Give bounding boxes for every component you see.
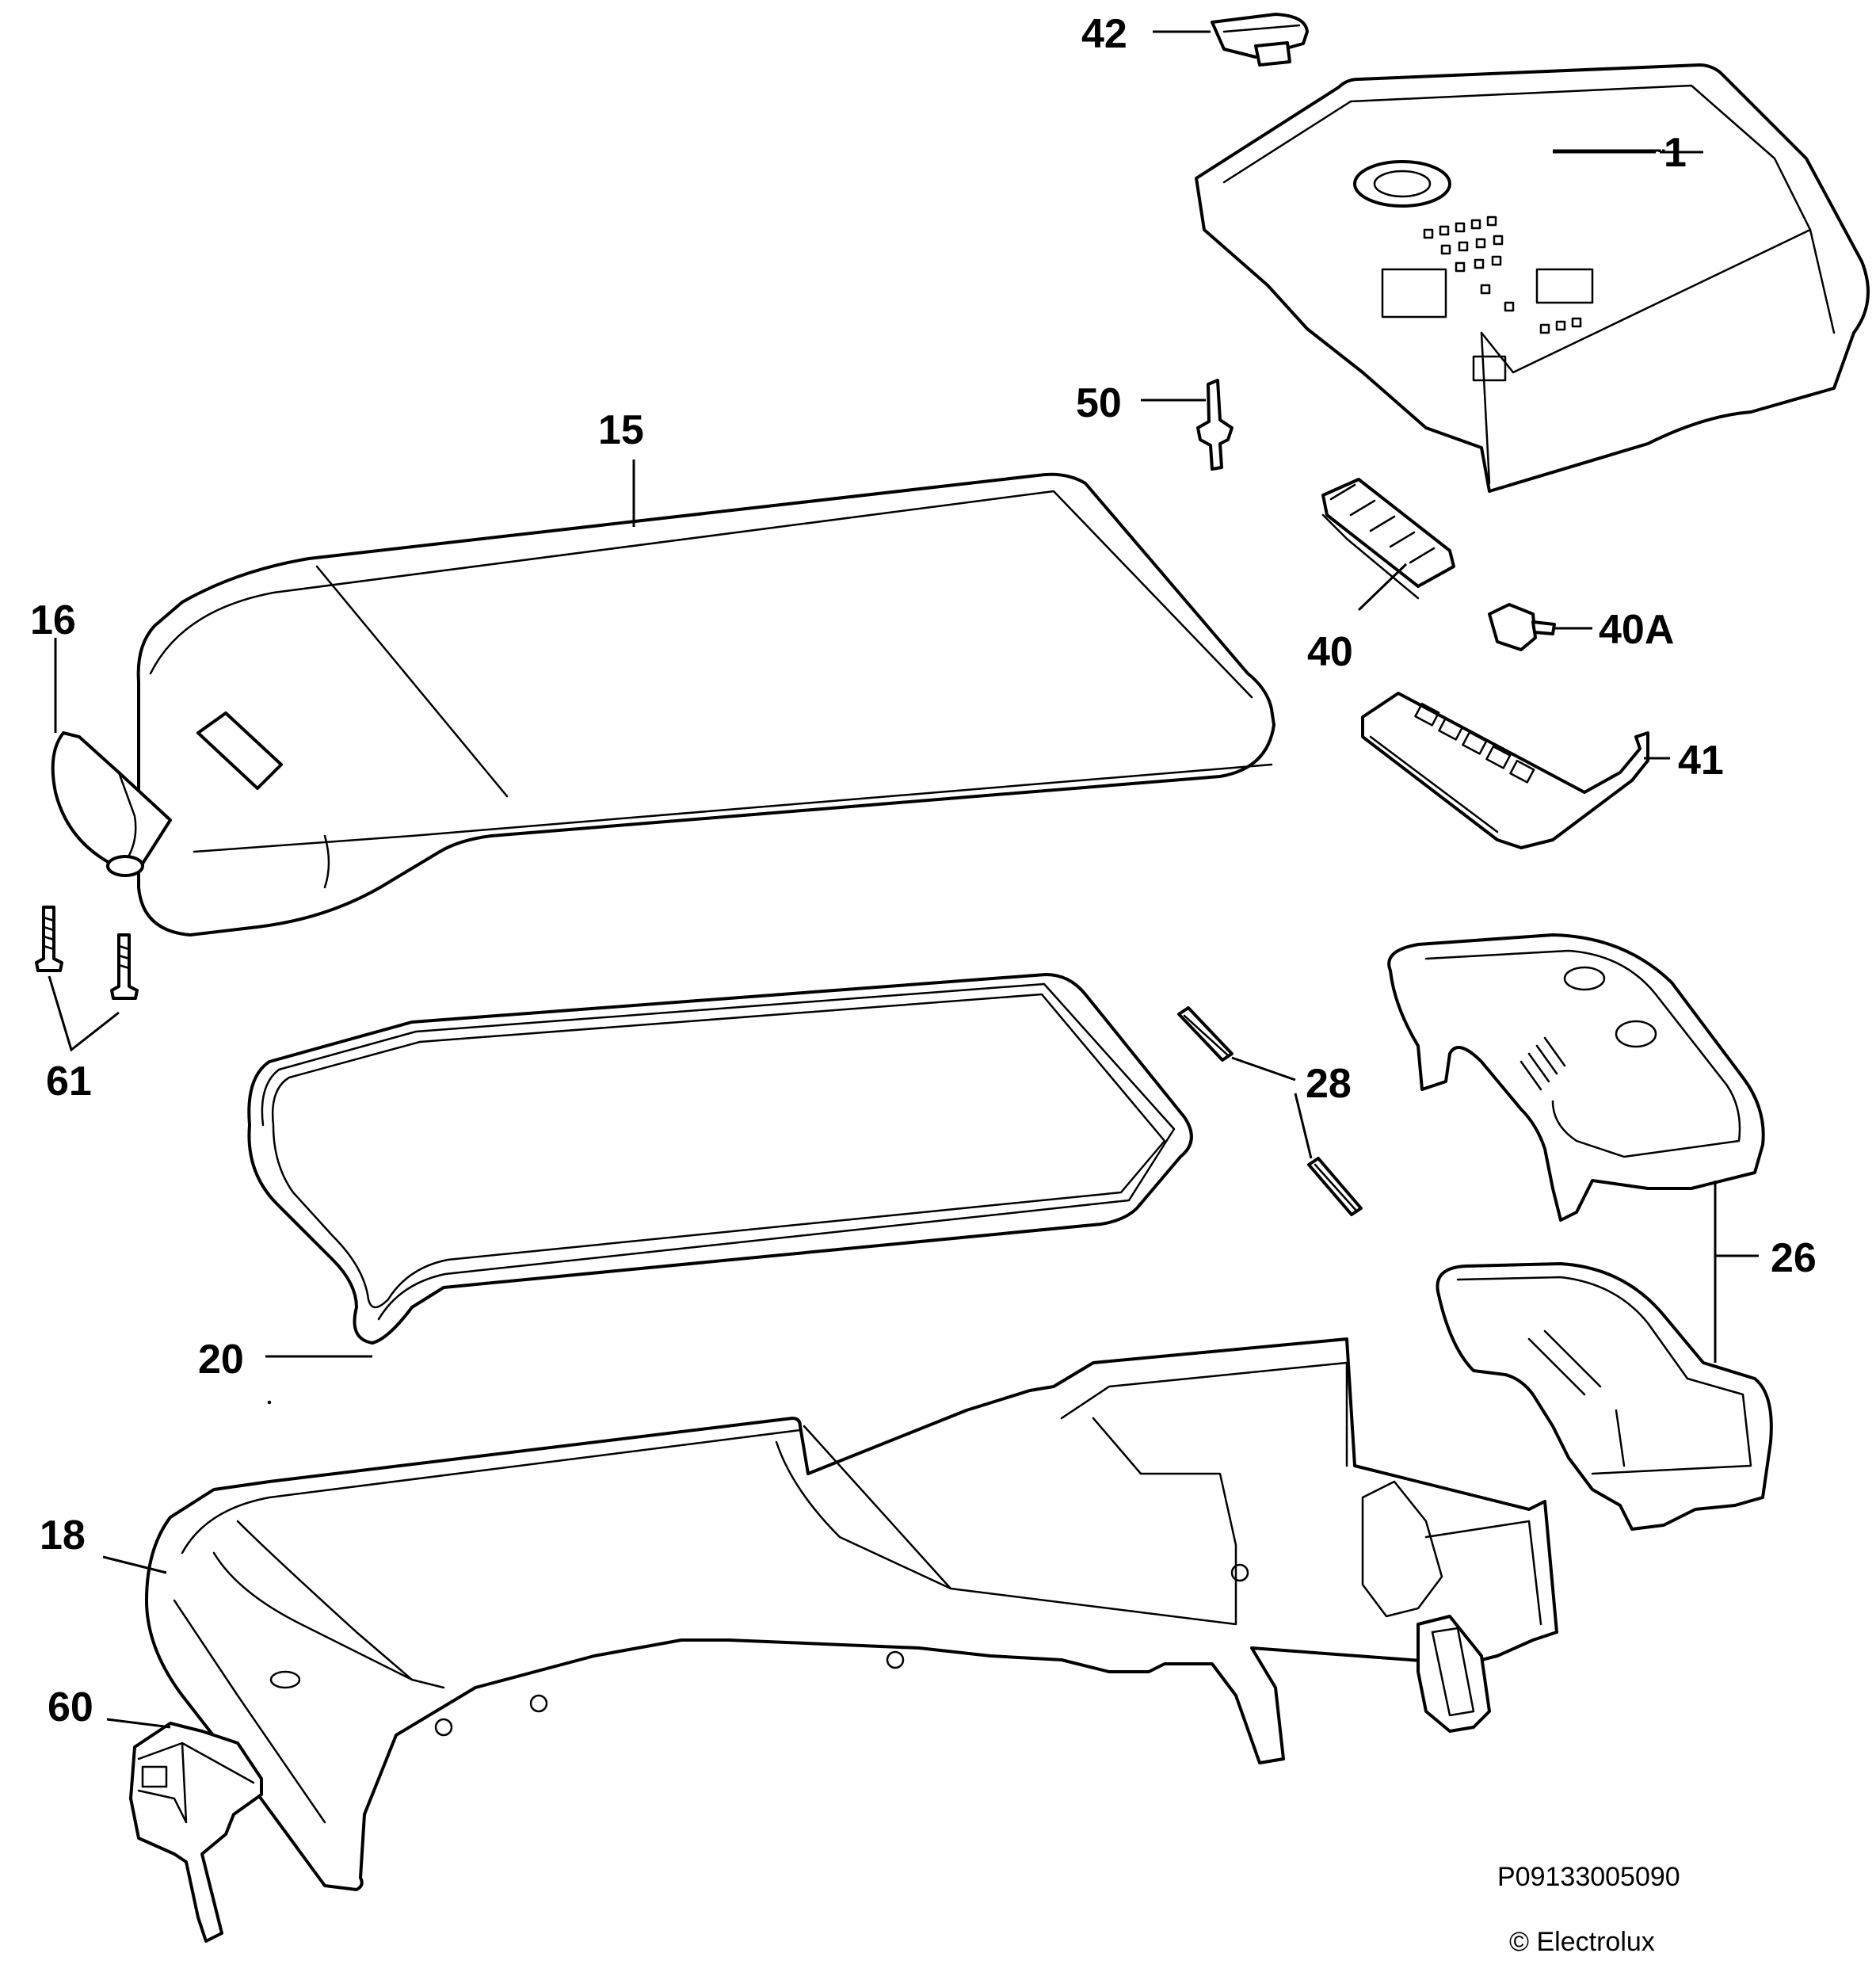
label-42: 42 bbox=[1081, 11, 1127, 57]
part-16-hinge-cap bbox=[51, 731, 172, 877]
label-50: 50 bbox=[1076, 380, 1122, 426]
label-60: 60 bbox=[48, 1684, 93, 1730]
leader-1 bbox=[1553, 149, 1703, 154]
part-1-control-panel bbox=[1195, 63, 1870, 493]
label-16: 16 bbox=[30, 597, 76, 643]
label-18: 18 bbox=[40, 1513, 86, 1558]
leader-28 bbox=[1231, 1056, 1313, 1159]
part-18-base bbox=[145, 1337, 1558, 1891]
leader-61 bbox=[48, 975, 120, 1052]
part-61-screws bbox=[35, 906, 139, 1000]
copyright-notice: © Electrolux bbox=[1509, 1927, 1655, 1957]
leader-26 bbox=[1714, 1181, 1759, 1363]
leader-60 bbox=[106, 1718, 171, 1729]
label-1: 1 bbox=[1664, 130, 1687, 176]
part-15-lid bbox=[136, 472, 1275, 937]
label-40: 40 bbox=[1307, 629, 1353, 675]
label-41: 41 bbox=[1678, 738, 1724, 784]
label-20: 20 bbox=[198, 1337, 244, 1383]
label-26: 26 bbox=[1771, 1235, 1817, 1281]
part-41-board bbox=[1361, 692, 1649, 849]
leader-18 bbox=[102, 1555, 167, 1574]
part-28-pins bbox=[1177, 1006, 1363, 1216]
part-26-duct bbox=[1387, 933, 1765, 1222]
part-40-button-strip bbox=[1321, 478, 1455, 600]
label-28: 28 bbox=[1306, 1061, 1352, 1107]
label-61: 61 bbox=[46, 1059, 92, 1104]
part-50-pin bbox=[1196, 379, 1234, 471]
part-40a-button bbox=[1488, 603, 1556, 651]
leader-40 bbox=[1357, 563, 1408, 612]
label-40a: 40A bbox=[1599, 607, 1674, 653]
part-20-seal bbox=[247, 973, 1193, 1345]
drawing-code: P09133005090 bbox=[1497, 1862, 1680, 1892]
label-15: 15 bbox=[598, 407, 644, 453]
part-26-duct-lower bbox=[1436, 1262, 1773, 1531]
part-42-knob bbox=[1211, 13, 1309, 67]
part-60-lock bbox=[129, 1722, 263, 1943]
